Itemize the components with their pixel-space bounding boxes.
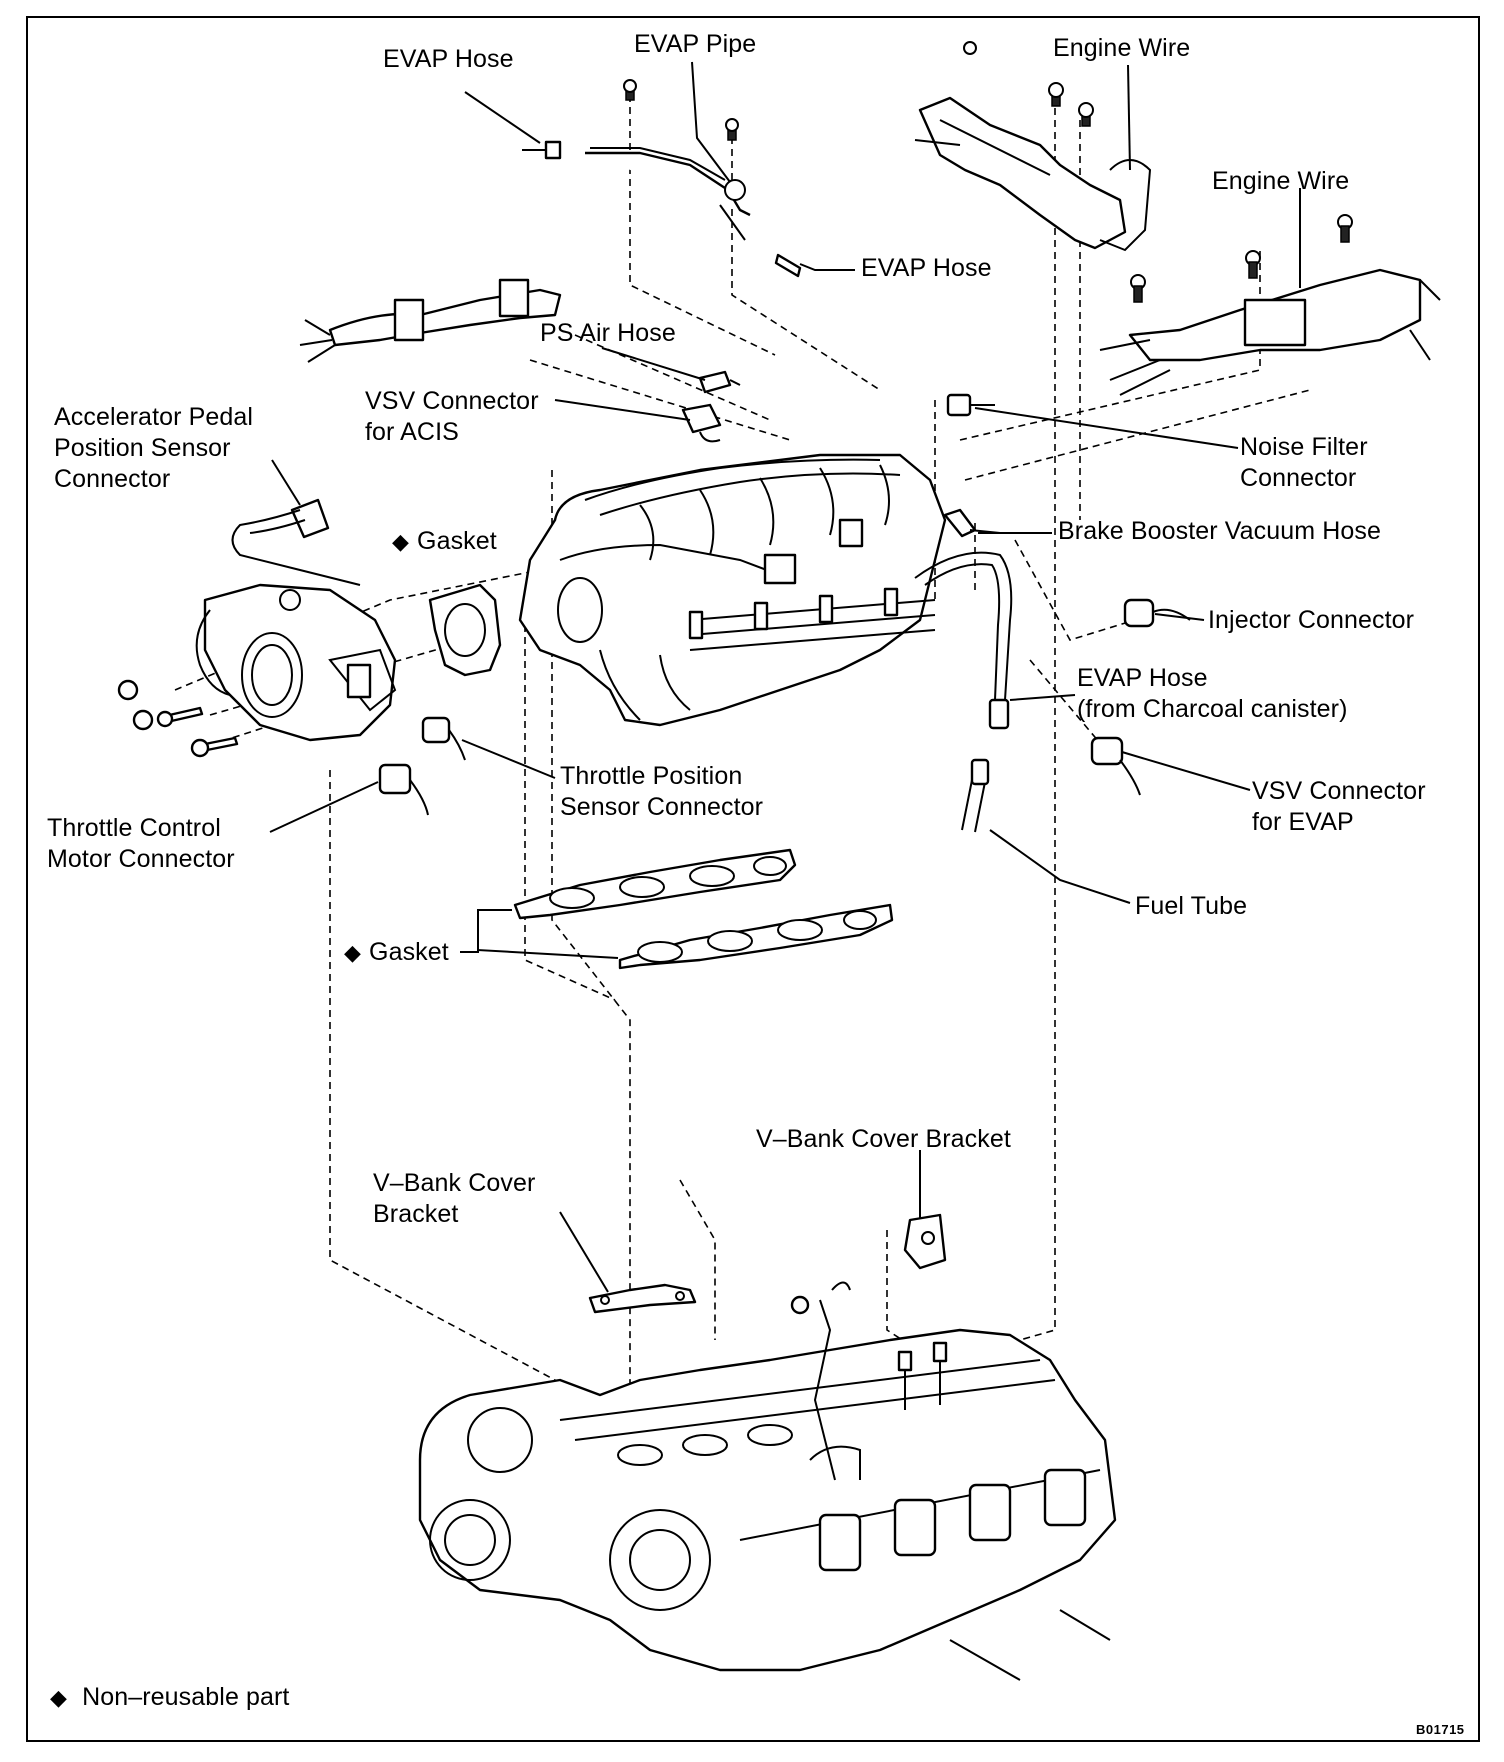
label-vbank-bracket-1: V–Bank Cover Bracket [756, 1125, 1011, 1153]
label-accel-pedal: Accelerator Pedal Position Sensor Connec… [54, 403, 254, 493]
intake-manifold [518, 453, 947, 727]
throttle-position-sensor-connector [421, 716, 466, 761]
vsv-acis-connector [681, 403, 722, 443]
engine-block [418, 1281, 1117, 1681]
label-vsv-evap: VSV Connector for EVAP [1252, 777, 1426, 836]
ps-air-hose [698, 370, 741, 394]
evap-canister-hose [914, 551, 1013, 730]
noise-filter-connector [946, 393, 995, 417]
legend-text: Non–reusable part [82, 1683, 290, 1711]
label-throttle-motor: Throttle Control Motor Connector [47, 814, 235, 873]
engine-wire-harness-left [299, 278, 562, 363]
vbank-bracket-right [903, 1213, 947, 1270]
vbank-bracket-left [588, 1283, 697, 1314]
label-brake-booster: Brake Booster Vacuum Hose [1058, 517, 1382, 545]
label-engine-wire-2: Engine Wire [1212, 167, 1350, 195]
label-vsv-acis: VSV Connector for ACIS [365, 387, 539, 446]
intake-manifold-gaskets [513, 848, 894, 970]
label-throttle-position: Throttle Position Sensor Connector [560, 762, 764, 821]
label-evap-hose-top: EVAP Hose [383, 45, 514, 73]
engine-wire-harness-right [1099, 214, 1441, 396]
throttle-gasket [428, 583, 502, 677]
label-engine-wire-1: Engine Wire [1053, 34, 1191, 62]
brake-booster-hose [943, 508, 1001, 538]
engine-wire-harness-top [914, 41, 1152, 252]
figure-code: B01715 [1416, 1722, 1465, 1737]
label-noise-filter: Noise Filter Connector [1240, 433, 1368, 492]
label-fuel-tube: Fuel Tube [1135, 892, 1248, 920]
accelerator-pedal-sensor-connector [231, 498, 361, 586]
evap-pipe-assembly [522, 79, 802, 278]
fuel-tube [961, 758, 990, 833]
label-ps-air-hose: PS Air Hose [540, 319, 676, 347]
diagram-frame [26, 16, 1480, 1742]
throttle-motor-connector [378, 763, 429, 816]
label-evap-hose-canister: EVAP Hose (from Charcoal canister) [1077, 664, 1348, 723]
throttle-body-bolts [117, 679, 239, 758]
label-injector: Injector Connector [1208, 606, 1415, 634]
label-evap-pipe: EVAP Pipe [634, 30, 757, 58]
label-vbank-bracket-2: V–Bank Cover Bracket [373, 1169, 536, 1228]
label-gasket-throttle: Gasket [392, 526, 497, 557]
label-evap-hose-mid: EVAP Hose [861, 254, 992, 282]
vsv-evap-connector [1090, 736, 1141, 796]
throttle-body [195, 583, 397, 742]
label-gasket-intake: Gasket [344, 937, 449, 968]
legend-non-reusable: Non–reusable part [50, 1682, 289, 1713]
injector-connector [1123, 598, 1191, 628]
